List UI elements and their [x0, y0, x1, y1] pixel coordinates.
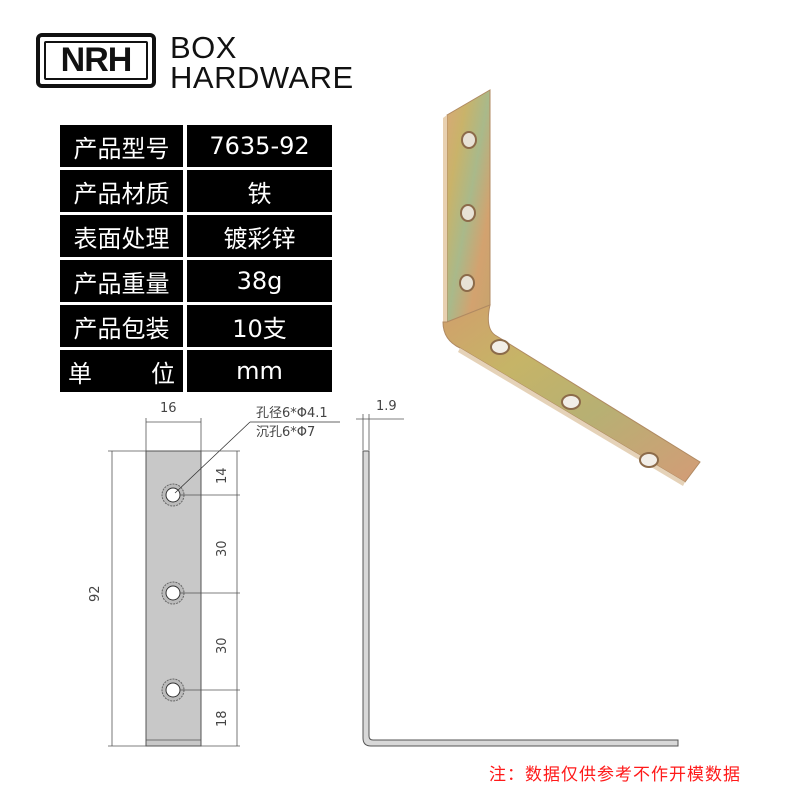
brand-line-2: HARDWARE [170, 60, 354, 95]
length-dimension: 92 [88, 585, 103, 602]
spacing-dimension: 30 [215, 540, 230, 557]
spec-label-left: 单 [68, 359, 92, 388]
width-dimension: 16 [160, 401, 177, 416]
spec-table: 产品型号 7635-92 产品材质 铁 表面处理 镀彩锌 产品重量 38g 产品… [60, 125, 332, 395]
spec-row-material: 产品材质 铁 [60, 170, 332, 212]
spec-value: 10支 [187, 305, 332, 347]
thickness-dimension: 1.9 [376, 399, 397, 414]
brand-line-1: BOX [170, 30, 237, 65]
front-view-drawing [108, 418, 340, 747]
spec-value: 铁 [187, 170, 332, 212]
spec-row-weight: 产品重量 38g [60, 260, 332, 302]
spec-label: 产品包装 [60, 305, 183, 347]
side-view-drawing [356, 414, 679, 747]
bracket-image [442, 89, 701, 486]
brand-logo-mark: NRH [36, 33, 156, 88]
spec-label: 产品型号 [60, 125, 183, 167]
hole-note-2: 沉孔6*Φ7 [256, 425, 316, 440]
spacing-dimension: 18 [215, 710, 230, 727]
drawing-holes [161, 483, 185, 702]
spec-label: 表面处理 [60, 215, 183, 257]
logo-mark-text: NRH [44, 41, 148, 80]
bracket-holes [459, 131, 659, 468]
spec-row-packaging: 产品包装 10支 [60, 305, 332, 347]
spec-value: mm [187, 350, 332, 392]
disclaimer-note: 注：数据仅供参考不作开模数据 [489, 765, 741, 785]
spec-label: 单 位 [60, 350, 183, 392]
spacing-dimension: 30 [215, 637, 230, 654]
spec-label: 产品重量 [60, 260, 183, 302]
spec-value: 镀彩锌 [187, 215, 332, 257]
spec-row-finish: 表面处理 镀彩锌 [60, 215, 332, 257]
spec-row-model: 产品型号 7635-92 [60, 125, 332, 167]
spec-value: 7635-92 [187, 125, 332, 167]
spec-row-unit: 单 位 mm [60, 350, 332, 392]
spec-label-right: 位 [151, 359, 175, 388]
brand-name: BOX HARDWARE [170, 30, 354, 95]
hole-note-1: 孔径6*Φ4.1 [256, 406, 328, 421]
spec-label: 产品材质 [60, 170, 183, 212]
spacing-dimension: 14 [215, 467, 230, 484]
spec-value: 38g [187, 260, 332, 302]
